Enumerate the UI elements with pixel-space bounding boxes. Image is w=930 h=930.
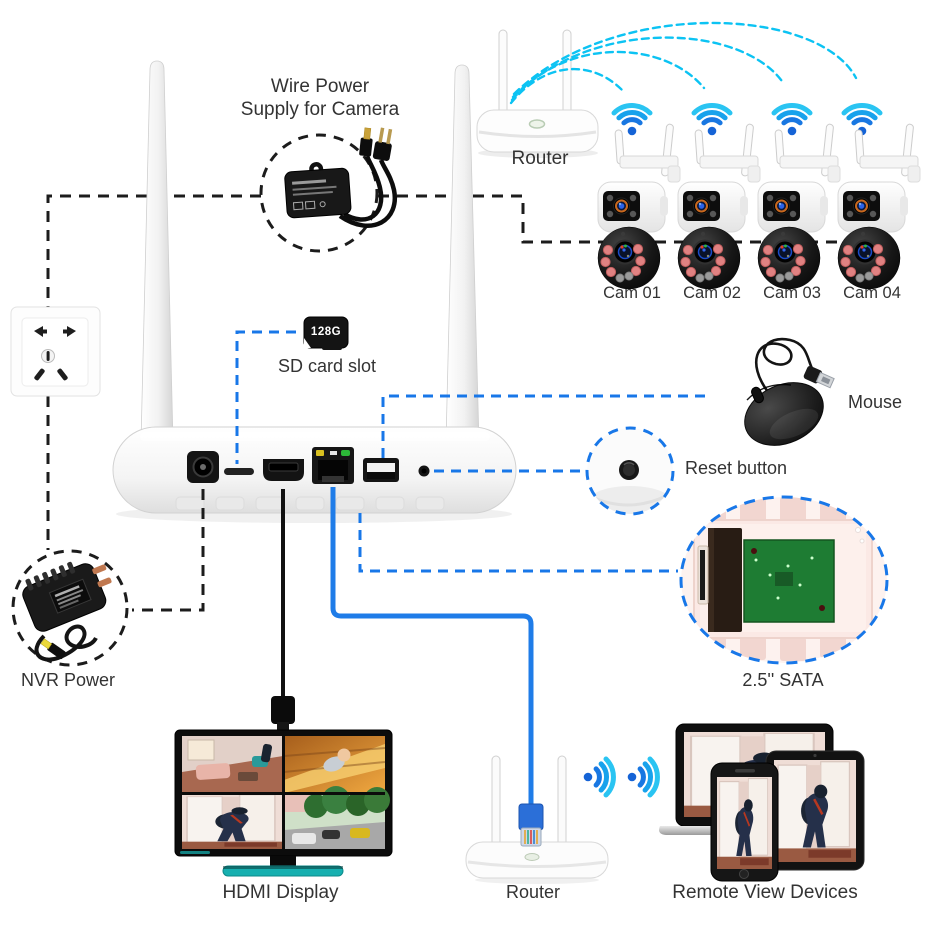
sd-card-capacity: 128G (310, 326, 342, 338)
hdmi-plug (271, 696, 295, 734)
remote-view-devices-label: Remote View Devices (672, 882, 858, 903)
usb-port (363, 458, 399, 482)
sd-card-slot-label: SD card slot (277, 356, 377, 376)
sata-pcb (743, 539, 835, 623)
router-bottom-label: Router (505, 882, 561, 902)
wires-blue-dashed (235, 330, 710, 573)
nvr-bottom-vents (175, 496, 445, 511)
dc-plug (40, 638, 66, 660)
wifi-signal-icon (844, 106, 880, 136)
ethernet-port (312, 447, 354, 484)
camera-power-label-line1: Wire Power (270, 76, 370, 97)
tablet (765, 750, 865, 871)
wifi-signal-icon (584, 759, 614, 795)
camera-01 (597, 122, 681, 290)
nvr-antenna-left (140, 60, 174, 443)
wire-sd-card (235, 330, 296, 464)
camera-02-label: Cam 02 (683, 284, 741, 302)
smartphone (710, 762, 779, 882)
camera-03-label: Cam 03 (763, 284, 821, 302)
wire-mouse (381, 394, 710, 458)
nvr-box (112, 426, 517, 523)
dc-plug (359, 127, 373, 157)
wifi-router-bottom (465, 755, 609, 884)
reset-button-label: Reset button (684, 458, 788, 478)
ethernet-plug (518, 803, 544, 847)
reset-pinhole (418, 465, 430, 477)
wifi-signal-icon (628, 759, 658, 795)
sd-slot-port (224, 468, 254, 475)
camera-power-label: Wire Power Supply for Camera (210, 76, 430, 122)
nvr-antenna-right (445, 64, 480, 443)
usb-mouse (744, 337, 835, 446)
reset-button-zoom (585, 426, 675, 516)
sata-label: 2.5'' SATA (742, 670, 824, 690)
ethernet-cable (330, 487, 534, 806)
sata-drive-zoom (679, 495, 889, 665)
wifi-router-top (476, 29, 599, 158)
monitor-quad-burglar (182, 794, 283, 849)
camera-04-label: Cam 04 (843, 284, 901, 302)
camera-04 (837, 122, 921, 290)
wifi-arcs (509, 21, 858, 105)
camera-power-adapter-circle (259, 127, 398, 253)
wall-outlet-icon (10, 306, 101, 397)
nvr-power-label: NVR Power (20, 670, 116, 690)
hdmi-monitor (174, 729, 393, 877)
hdmi-display-label: HDMI Display (222, 882, 339, 903)
monitor-quad-living-room (182, 736, 283, 793)
camera-power-label-line2: Supply for Camera (240, 98, 400, 120)
monitor-quad-street (284, 786, 390, 849)
camera-01-label: Cam 01 (603, 284, 661, 302)
power-adapter-icon (284, 162, 352, 219)
power-adapter-icon (22, 561, 112, 632)
camera-03 (757, 122, 841, 290)
wire-nvr-power-dashed (132, 489, 205, 612)
camera-02 (677, 122, 761, 290)
hdmi-port (263, 459, 304, 481)
mouse-label: Mouse (847, 392, 903, 412)
wire-sata (358, 513, 678, 573)
micro-sd-card-icon (303, 316, 349, 350)
usb-plug (803, 365, 835, 389)
monitor-quad-baby (283, 736, 386, 793)
dc-power-port (187, 451, 219, 483)
two-pin-plug (372, 127, 393, 161)
nvr-power-adapter-circle (11, 549, 129, 667)
router-top-label: Router (511, 148, 569, 169)
